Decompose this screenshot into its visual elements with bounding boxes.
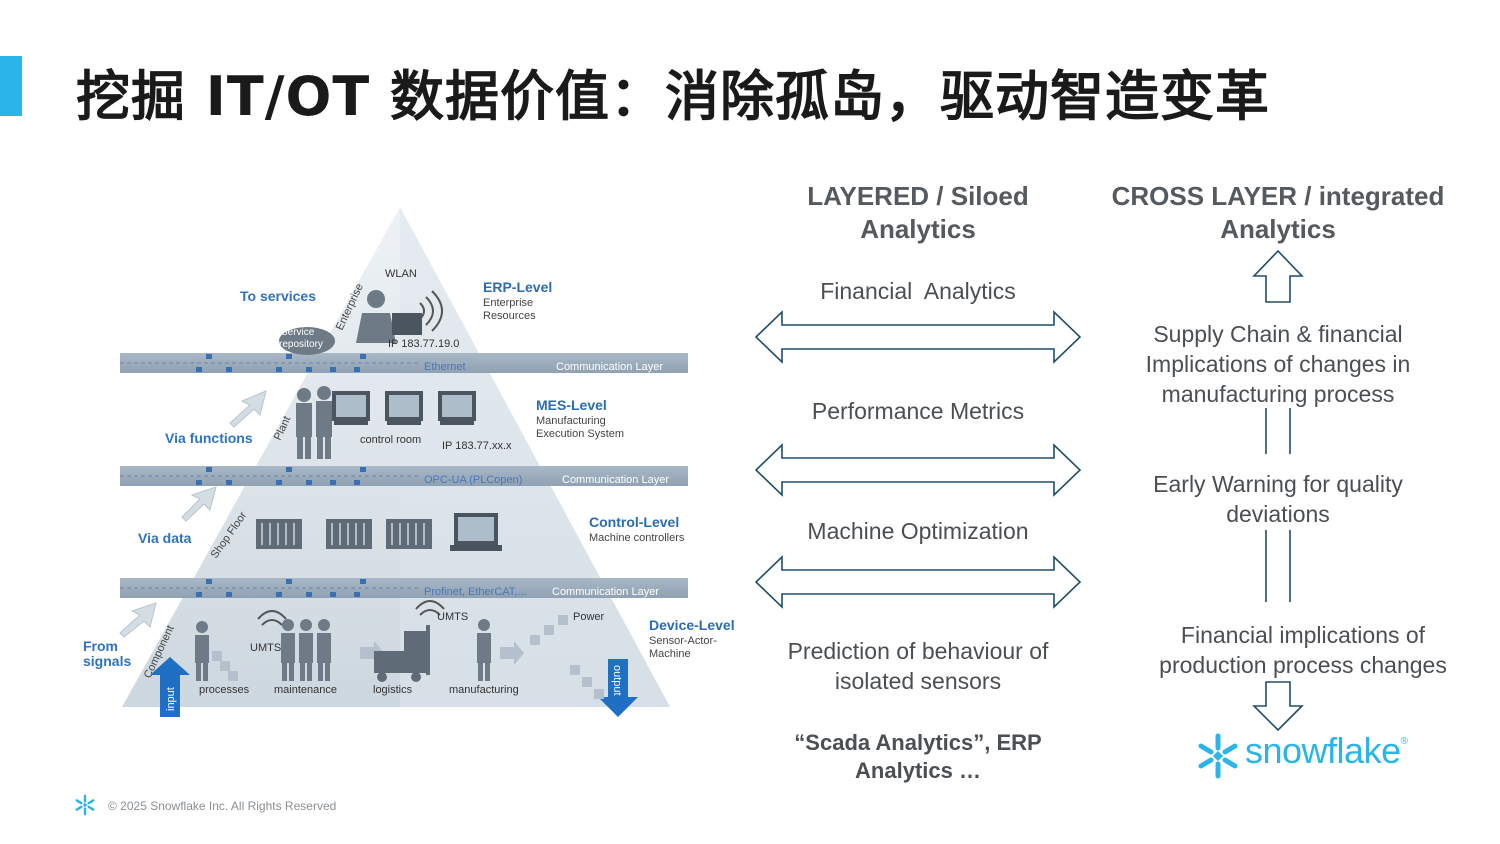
supply-chain-line-1: Supply Chain & financial xyxy=(1153,321,1403,347)
early-warning-label: Early Warning for quality deviations xyxy=(1118,469,1438,529)
registered-mark: ® xyxy=(1400,736,1408,747)
accent-bar xyxy=(0,56,22,116)
to-services-label: To services xyxy=(240,288,316,304)
output-arrow-shape xyxy=(598,659,638,717)
input-label: input xyxy=(165,687,177,711)
financial-implications-line-2: production process changes xyxy=(1159,652,1447,678)
arrow-up-functions-shape xyxy=(229,390,267,428)
supply-chain-label: Supply Chain & financial Implications of… xyxy=(1118,319,1438,409)
power-label: Power xyxy=(573,611,605,623)
ip-top-label: IP 183.77.19.0 xyxy=(388,338,459,350)
financial-analytics-label: Financial Analytics xyxy=(820,278,1016,304)
erp-level-sub2: Resources xyxy=(483,310,536,322)
service-repository-label-1: Service xyxy=(281,327,315,338)
scada-line-1: “Scada Analytics”, ERP xyxy=(794,730,1042,755)
cross-layer-heading: CROSS LAYER / integrated Analytics xyxy=(1098,180,1458,246)
profinet-label: Profinet, EtherCAT,... xyxy=(424,586,527,598)
control-level-sub1: Machine controllers xyxy=(589,532,685,544)
supply-chain-line-2: Implications of changes in xyxy=(1145,351,1411,377)
machine-optimization-label: Machine Optimization xyxy=(807,518,1029,544)
umts-label-2: UMTS xyxy=(437,611,468,623)
ip-mid-label: IP 183.77.xx.x xyxy=(442,440,512,452)
footer-snowflake-icon xyxy=(75,794,95,816)
performance-metrics-label: Performance Metrics xyxy=(811,398,1025,424)
input-arrow-shape xyxy=(150,657,190,717)
mes-level-sub1: Manufacturing xyxy=(536,415,606,427)
from-signals-label-1: From xyxy=(83,638,118,654)
up-arrow-integrated xyxy=(1252,249,1304,303)
automation-pyramid: Ethernet Communication Layer OPC-UA (PLC… xyxy=(70,195,760,735)
manufacturing-label: manufacturing xyxy=(449,684,519,696)
double-arrow-performance xyxy=(754,443,1082,497)
snowflake-logo-text: snowflake® xyxy=(1245,730,1408,772)
early-warning-line-2: deviations xyxy=(1226,501,1330,527)
page-title: 挖掘 IT/OT 数据价值：消除孤岛，驱动智造变革 xyxy=(76,65,1270,128)
ethernet-label: Ethernet xyxy=(424,361,466,373)
logistics-label: logistics xyxy=(373,684,413,696)
erp-level-title: ERP-Level xyxy=(483,279,552,295)
cross-layer-heading-line-2: Analytics xyxy=(1220,214,1336,244)
umts-label-1: UMTS xyxy=(250,642,281,654)
prediction-line-2: isolated sensors xyxy=(834,668,1002,694)
erp-level-sub1: Enterprise xyxy=(483,297,533,309)
service-repository-shape xyxy=(279,327,335,355)
processes-label: processes xyxy=(199,684,250,696)
layered-heading-line-1: LAYERED / Siloed xyxy=(807,181,1029,211)
financial-implications-line-1: Financial implications of xyxy=(1180,622,1426,648)
prediction-label: Prediction of behaviour of isolated sens… xyxy=(758,636,1078,696)
via-data-label: Via data xyxy=(138,530,192,546)
maintenance-label: maintenance xyxy=(274,684,337,696)
wlan-label: WLAN xyxy=(385,268,417,280)
service-repository-label-2: repository xyxy=(279,339,323,350)
device-level-title: Device-Level xyxy=(649,617,735,633)
snowflake-wordmark: snowflake xyxy=(1245,730,1401,771)
layered-heading-line-2: Analytics xyxy=(860,214,976,244)
device-level-sub2: Machine xyxy=(649,648,691,660)
arrow-up-data-shape xyxy=(181,486,217,522)
from-signals-label-2: signals xyxy=(83,653,131,669)
mes-level-title: MES-Level xyxy=(536,397,607,413)
snowflake-logo-icon xyxy=(1198,733,1238,779)
opcua-label: OPC-UA (PLCopen) xyxy=(424,474,522,486)
control-level-title: Control-Level xyxy=(589,514,679,530)
mes-level-sub2: Execution System xyxy=(536,428,624,440)
scada-label: “Scada Analytics”, ERP Analytics … xyxy=(758,729,1078,785)
via-functions-label: Via functions xyxy=(165,430,253,446)
comm-layer-label-1: Communication Layer xyxy=(556,361,663,373)
arrow-up-signals-shape xyxy=(119,602,157,638)
cross-layer-heading-line-1: CROSS LAYER / integrated xyxy=(1111,181,1445,211)
double-arrow-financial xyxy=(754,310,1082,364)
comm-layer-label-2: Communication Layer xyxy=(562,474,669,486)
down-arrow-snowflake xyxy=(1252,681,1304,732)
early-warning-line-1: Early Warning for quality xyxy=(1153,471,1403,497)
double-arrow-machine xyxy=(754,555,1082,609)
layered-heading: LAYERED / Siloed Analytics xyxy=(768,180,1068,246)
comm-layer-label-3: Communication Layer xyxy=(552,586,659,598)
supply-chain-line-3: manufacturing process xyxy=(1161,381,1395,407)
scada-line-2: Analytics … xyxy=(855,758,981,783)
device-level-sub1: Sensor-Actor- xyxy=(649,635,717,647)
control-room-label: control room xyxy=(360,434,421,446)
financial-implications-label: Financial implications of production pro… xyxy=(1138,620,1468,680)
footer-copyright: © 2025 Snowflake Inc. All Rights Reserve… xyxy=(108,799,337,813)
output-label: output xyxy=(611,665,623,696)
prediction-line-1: Prediction of behaviour of xyxy=(787,638,1049,664)
